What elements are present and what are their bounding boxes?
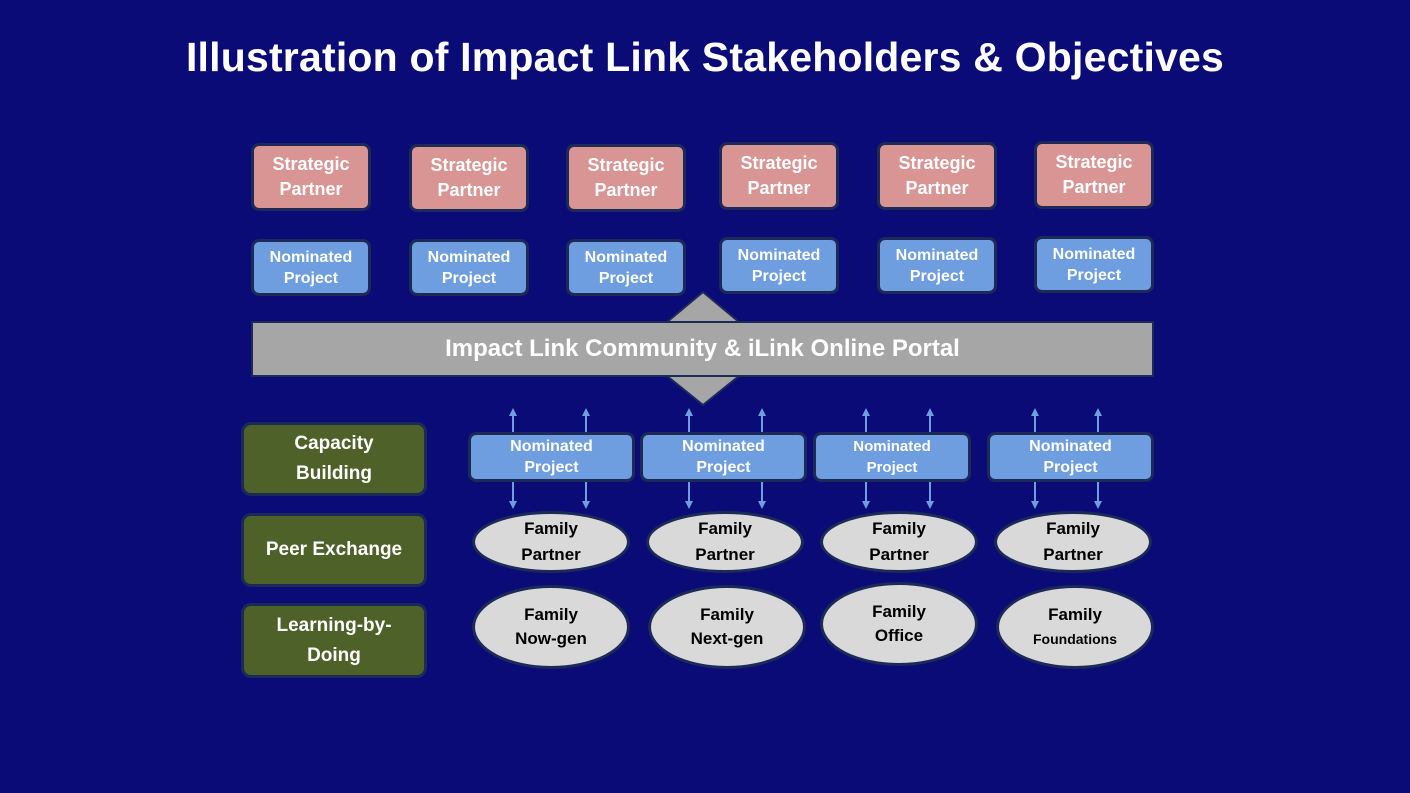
family-partner-line2: Partner [1043,545,1103,564]
portal-bar [251,321,1154,377]
nominated-project-line1: Nominated [682,438,765,455]
family-type-line1: Family [524,605,578,624]
strategic-partner-line2: Partner [905,178,969,198]
small-arrows [509,408,1102,509]
family-type-ellipse: Family Foundations [996,585,1154,669]
nominated-project-line1: Nominated [1029,438,1112,455]
family-partner-ellipse: Family Partner [994,511,1152,573]
objective-line1: Learning-by- [276,614,392,636]
nominated-project-line2: Project [751,267,807,285]
family-partner-ellipse: Family Partner [646,511,804,573]
page-title: Illustration of Impact Link Stakeholders… [185,34,1225,80]
family-type-line2: Now-gen [515,629,587,648]
family-partner-line1: Family [872,519,926,538]
family-partner-ellipse: Family Partner [472,511,630,573]
family-partner-line2: Partner [695,545,755,564]
nominated-project-line1: Nominated [427,248,511,266]
objective-line2: Building [296,463,372,484]
objective-capacity-building: Capacity Building [241,422,427,496]
nominated-project-line1: Nominated [584,248,668,266]
objective-line2: Doing [307,644,361,666]
strategic-partner-line1: Strategic [898,153,976,173]
strategic-partner-box: Strategic Partner [566,144,686,212]
strategic-partner-line2: Partner [747,178,811,198]
nominated-project-box: Nominated Project [987,432,1154,482]
strategic-partner-box: Strategic Partner [251,143,371,211]
nominated-project-box: Nominated Project [877,237,997,294]
objective-line1: Peer Exchange [265,539,403,560]
strategic-partner-line2: Partner [594,180,658,200]
nominated-project-line1: Nominated [510,438,593,455]
strategic-partner-line1: Strategic [1055,152,1133,172]
strategic-partner-line1: Strategic [587,155,665,175]
objective-line1: Capacity [294,433,374,454]
family-type-ellipse: Family Office [820,582,978,666]
nominated-project-box: Nominated Project [251,239,371,296]
family-partner-line2: Partner [521,545,581,564]
strategic-partner-line1: Strategic [272,154,350,174]
nominated-project-line1: Nominated [737,246,821,264]
nominated-project-box: Nominated Project [468,432,635,482]
nominated-project-box: Nominated Project [813,432,971,482]
nominated-project-line2: Project [524,459,579,476]
objective-learning-by-doing: Learning-by- Doing [241,603,427,678]
strategic-partner-box: Strategic Partner [877,142,997,210]
family-partner-line2: Partner [869,545,929,564]
nominated-project-box: Nominated Project [1034,236,1154,293]
strategic-partner-line1: Strategic [740,153,818,173]
objective-peer-exchange: Peer Exchange [241,513,427,587]
strategic-partner-box: Strategic Partner [409,144,529,212]
nominated-project-box: Nominated Project [719,237,839,294]
nominated-project-line2: Project [598,269,654,287]
nominated-project-line1: Nominated [269,248,353,266]
nominated-project-line1: Nominated [1052,245,1136,263]
family-type-line1: Family [1048,605,1102,624]
family-partner-line1: Family [524,519,578,538]
nominated-project-line1: Nominated [853,438,931,455]
nominated-project-line2: Project [696,459,751,476]
nominated-project-box: Nominated Project [640,432,807,482]
strategic-partner-box: Strategic Partner [1034,141,1154,209]
family-partner-line1: Family [698,519,752,538]
nominated-project-box: Nominated Project [566,239,686,296]
family-type-line1: Family [700,605,754,624]
nominated-project-line2: Project [1043,459,1098,476]
nominated-project-line2: Project [441,269,497,287]
nominated-project-line1: Nominated [895,246,979,264]
strategic-partner-line2: Partner [1062,177,1126,197]
strategic-partner-line1: Strategic [430,155,508,175]
strategic-partner-line2: Partner [437,180,501,200]
family-type-line2: Foundations [1033,631,1117,647]
strategic-partner-line2: Partner [279,179,343,199]
nominated-project-line2: Project [1066,266,1122,284]
family-type-ellipse: Family Now-gen [472,585,630,669]
nominated-project-line2: Project [283,269,339,287]
family-partner-ellipse: Family Partner [820,511,978,573]
portal-label: Impact Link Community & iLink Online Por… [445,335,960,362]
family-partner-line1: Family [1046,519,1100,538]
nominated-project-line2: Project [866,459,918,476]
nominated-project-box: Nominated Project [409,239,529,296]
family-type-line1: Family [872,602,926,621]
family-type-line2: Next-gen [690,629,764,648]
family-type-ellipse: Family Next-gen [648,585,806,669]
family-type-line2: Office [874,626,924,645]
nominated-project-line2: Project [909,267,965,285]
strategic-partner-box: Strategic Partner [719,142,839,210]
